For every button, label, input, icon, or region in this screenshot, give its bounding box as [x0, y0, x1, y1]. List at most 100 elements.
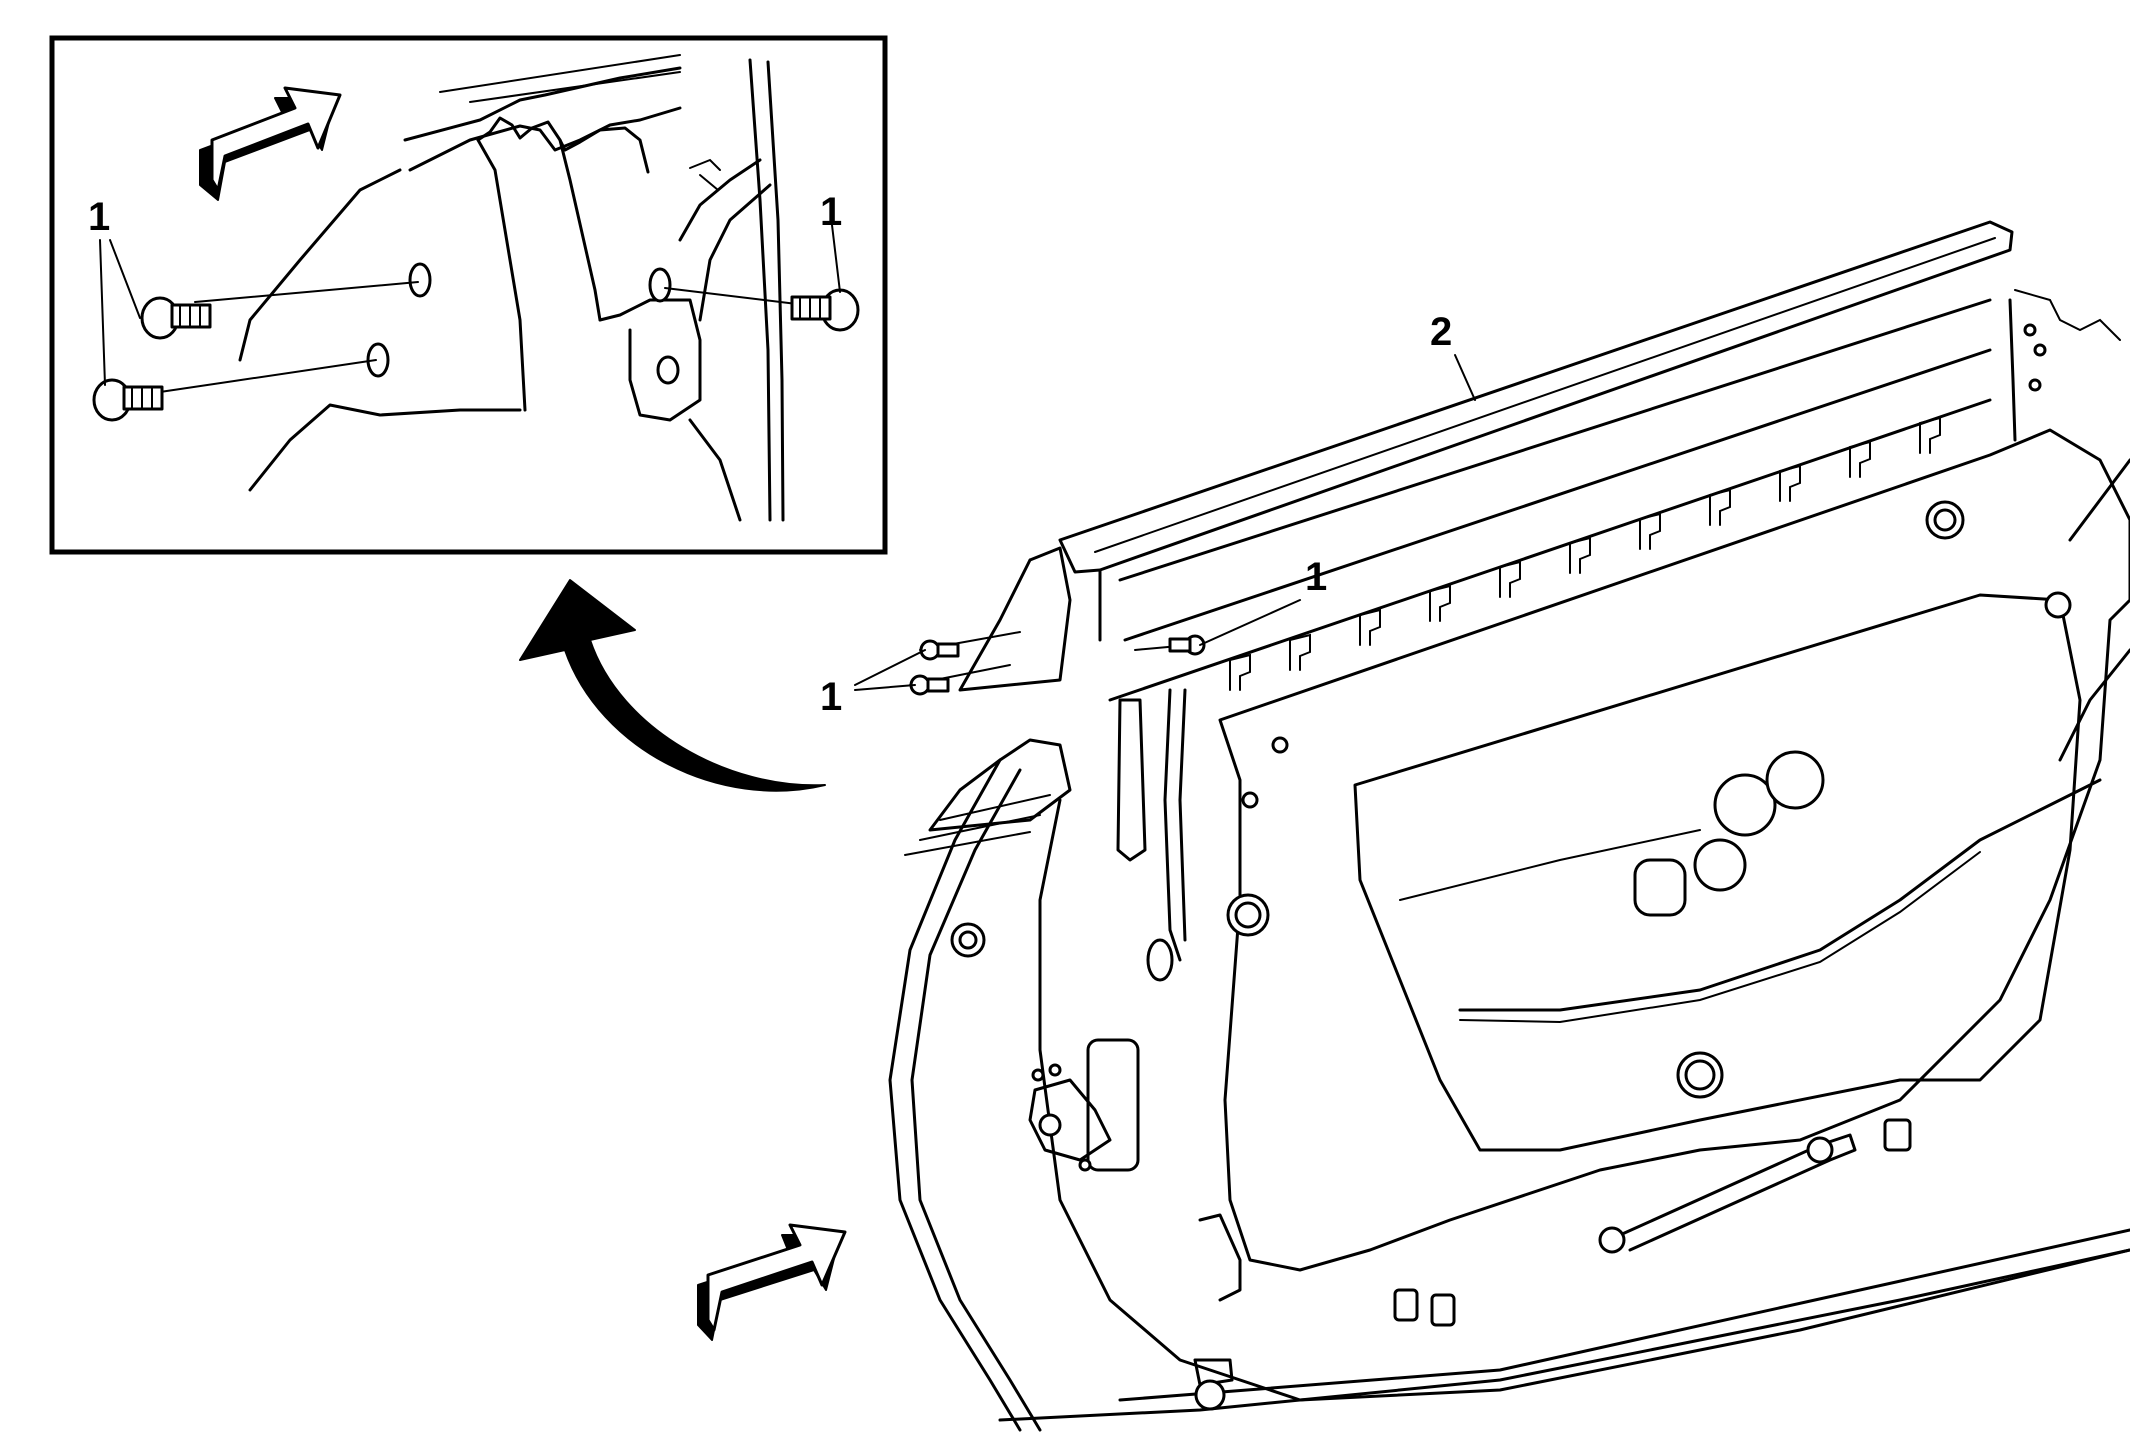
- curved-callout-arrow-icon: [519, 579, 826, 792]
- door-bottom-bolt: [1193, 1358, 1234, 1387]
- callout-label-rail: 2: [1430, 310, 1452, 354]
- door-right-frame: [2008, 298, 2017, 442]
- door-top-rail: [1058, 220, 2014, 574]
- door-bottom-edge: [998, 1248, 2130, 1422]
- door-access-opening: [1353, 593, 2082, 1152]
- inset-bracket-hole: [656, 355, 680, 385]
- inset-frame-arc2: [698, 183, 772, 322]
- inset-panel-outline: [238, 168, 402, 362]
- detail-inset-frame: [49, 35, 888, 555]
- detail-inset: 1 1: [49, 35, 888, 555]
- main-callout-leader-right: [1199, 599, 1301, 646]
- door-striker-bolt: [1038, 1113, 1062, 1137]
- door-small-hole: [2023, 323, 2037, 337]
- door-lower-rod: [1618, 1133, 1857, 1252]
- inset-frame-arc: [678, 158, 762, 242]
- inset-glass-channel: [748, 58, 772, 522]
- door-small-hole: [1031, 1068, 1045, 1082]
- inset-callout-left-leaders: [99, 239, 141, 386]
- door-glass-run: [1163, 688, 1182, 962]
- door-rail-channel-2: [1108, 398, 1992, 702]
- door-latch-cable-2: [1459, 851, 1981, 1024]
- door-grommet: [950, 922, 986, 958]
- inset-channel-profile: [476, 116, 650, 174]
- callout-label-inset-right: 1: [820, 190, 842, 234]
- inset-hole-lower: [366, 342, 390, 378]
- door-glass-run-2: [1178, 688, 1187, 942]
- inset-pillar-edge: [558, 138, 602, 322]
- door-small-hole: [1241, 791, 1259, 809]
- door-right-frame-lines: [2014, 289, 2121, 341]
- inset-bracket: [598, 298, 702, 422]
- main-callout-leader-1a: [854, 649, 926, 686]
- door-small-hole: [1271, 736, 1289, 754]
- inset-leader-lower: [159, 359, 377, 393]
- door-bottom-knob: [1194, 1379, 1226, 1411]
- screw-icon: [919, 639, 960, 661]
- door-square-hole: [1633, 858, 1687, 917]
- door-hinge-plate: [1086, 1038, 1140, 1172]
- door-vertical-bracket: [1116, 698, 1147, 862]
- door-small-hole: [2033, 343, 2047, 357]
- door-outer-shell-2: [910, 768, 1042, 1432]
- door-clip: [1883, 1118, 1912, 1152]
- door-inner-panel: [1218, 428, 2130, 1272]
- door-rod-end: [1598, 1226, 1626, 1254]
- door-clip-row: [1229, 416, 1941, 691]
- inset-pillar: [476, 138, 527, 412]
- direction-arrow-icon: [199, 86, 342, 201]
- door-glass-run-grommet: [1146, 938, 1174, 982]
- door-clip: [1393, 1288, 1419, 1322]
- inset-rail-top: [403, 66, 682, 142]
- door-grommet: [1925, 500, 1965, 540]
- door-rail-under: [1098, 298, 1992, 642]
- inset-frame-curve: [688, 418, 742, 522]
- screw-icon: [92, 378, 164, 422]
- door-grommet: [1226, 893, 1270, 937]
- door-top-rail-line: [1094, 237, 1996, 553]
- door-left-bracket: [958, 546, 1072, 692]
- door-clip: [1430, 1293, 1456, 1327]
- screw-icon: [790, 288, 860, 332]
- door-left-bracket-lines: [904, 794, 1051, 856]
- screw-icon: [909, 674, 950, 696]
- main-callout-leader-2: [1454, 354, 1476, 401]
- door-small-hole: [2028, 378, 2042, 392]
- door-small-hole: [1048, 1063, 1062, 1077]
- direction-arrow-icon: [697, 1223, 847, 1341]
- screw-icon: [1168, 634, 1206, 656]
- screw-icon: [140, 296, 212, 340]
- door-small-hole: [2044, 591, 2072, 619]
- door-rail-channel: [1123, 348, 1992, 642]
- door-small-hole: [1078, 1158, 1092, 1172]
- door-lower-bracket: [1198, 1213, 1242, 1302]
- inset-hole-right: [648, 267, 672, 303]
- door-rod-end: [1806, 1136, 1834, 1164]
- inset-glass-channel-2: [766, 60, 785, 522]
- door-latch-cable: [1458, 778, 2102, 1012]
- inset-hole-upper: [408, 262, 432, 298]
- door-speaker-hole-1: [1713, 773, 1777, 837]
- door-assembly: 1 1 2: [820, 220, 2130, 1432]
- door-bottom-edge-2: [1118, 1228, 2130, 1402]
- inset-rail-lines: [439, 54, 681, 103]
- main-callout-leader-1b: [854, 684, 916, 691]
- inset-leader-upper: [194, 281, 419, 303]
- door-right-curve-2: [2058, 648, 2130, 762]
- inset-leader-right: [664, 287, 806, 306]
- door-left-bracket-2: [928, 738, 1072, 832]
- door-inner-shell: [1038, 798, 2130, 1402]
- door-outer-shell: [888, 758, 1022, 1432]
- door-speaker-hole-3: [1693, 838, 1747, 892]
- inset-right-lines: [689, 158, 721, 191]
- door-opening-inner: [1399, 829, 1701, 901]
- door-striker: [1028, 1078, 1112, 1162]
- inset-panel-edge: [248, 403, 522, 492]
- door-speaker-hole-2: [1765, 750, 1825, 810]
- callout-label-main-left: 1: [820, 675, 842, 719]
- door-right-curve: [2068, 458, 2130, 542]
- callout-label-inset-left: 1: [88, 195, 110, 239]
- inset-callout-right-leader: [831, 224, 841, 293]
- callout-label-main-upper: 1: [1305, 555, 1327, 599]
